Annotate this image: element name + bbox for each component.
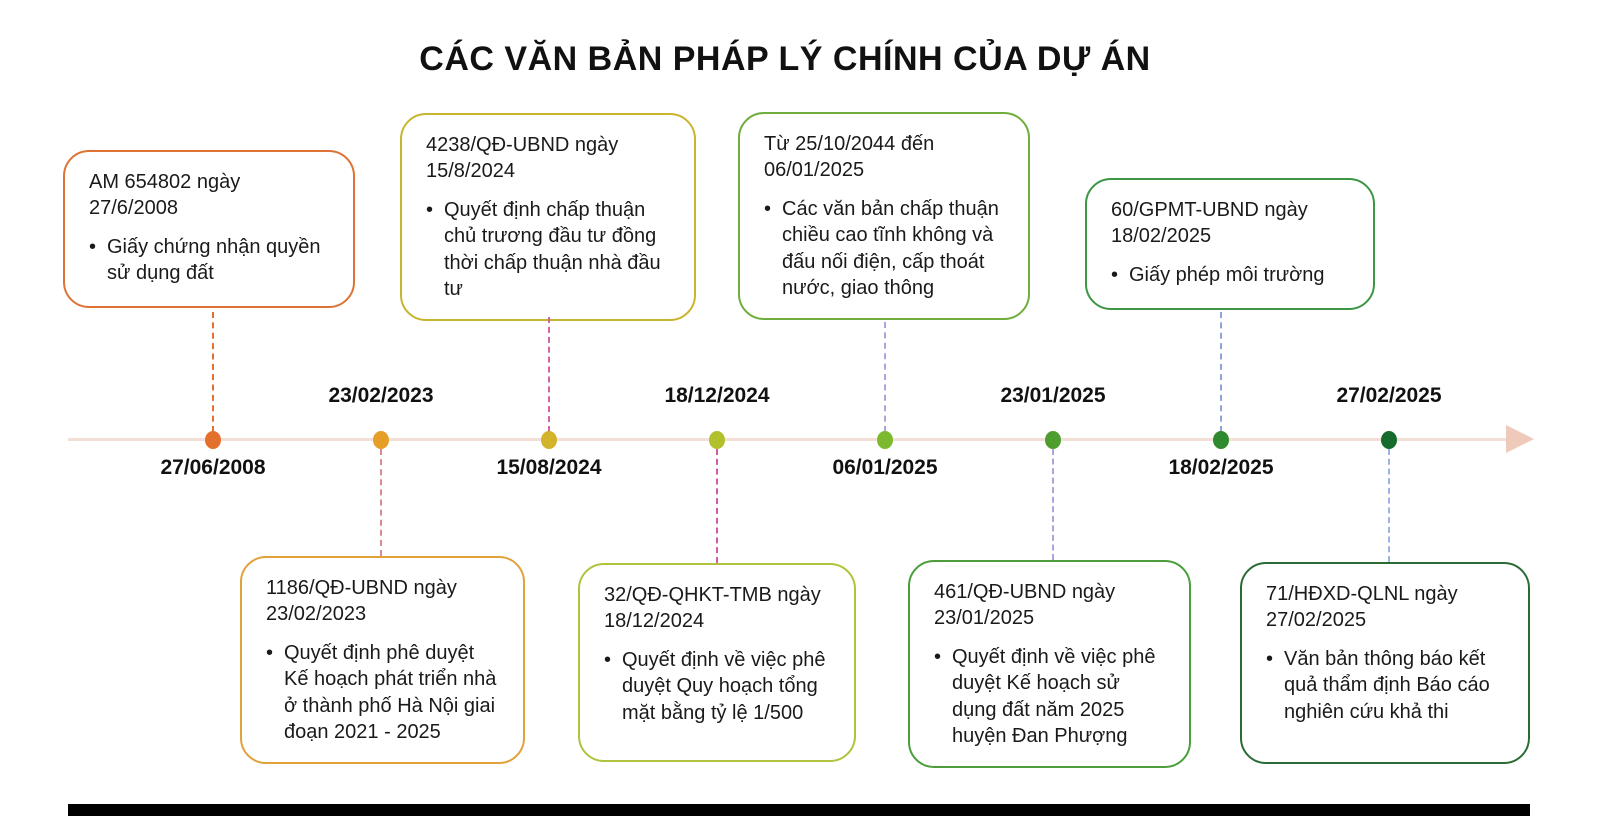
connector-line	[1388, 449, 1390, 562]
timeline-dot	[877, 431, 893, 449]
event-card-bullet: • Quyết định về việc phê duyệt Kế hoạch …	[934, 644, 1167, 750]
bullet-icon: •	[89, 235, 97, 258]
connector-line	[716, 449, 718, 563]
connector-line	[1052, 449, 1054, 560]
event-card: 4238/QĐ-UBND ngày 15/8/2024 • Quyết định…	[400, 113, 696, 322]
event-card-heading: 461/QĐ-UBND ngày 23/01/2025	[934, 581, 1116, 630]
event-card: Từ 25/10/2044 đến 06/01/2025 • Các văn b…	[738, 112, 1030, 321]
timeline-arrow-icon	[1506, 425, 1534, 453]
connector-line	[212, 312, 214, 432]
event-card-bullet-text: Văn bản thông báo kết quả thẩm định Báo …	[1284, 647, 1490, 723]
date-label: 06/01/2025	[832, 456, 938, 479]
event-card-bullet: • Giấy chứng nhận quyền sử dụng đất	[89, 234, 331, 287]
event-card: 71/HĐXD-QLNL ngày 27/02/2025 • Văn bản t…	[1240, 562, 1530, 764]
timeline-dot	[1381, 431, 1397, 449]
event-card-bullet: • Văn bản thông báo kết quả thẩm định Bá…	[1266, 646, 1506, 725]
event-card-heading: 4238/QĐ-UBND ngày 15/8/2024	[426, 134, 619, 183]
date-label: 23/01/2025	[1000, 384, 1106, 407]
event-card: AM 654802 ngày 27/6/2008 • Giấy chứng nh…	[63, 150, 355, 308]
footer-bar	[68, 804, 1530, 816]
event-card-heading: 1186/QĐ-UBND ngày 23/02/2023	[266, 577, 457, 626]
event-card-heading: AM 654802 ngày 27/6/2008	[89, 171, 241, 220]
event-card-bullet: • Giấy phép môi trường	[1111, 262, 1351, 288]
event-card-heading: 71/HĐXD-QLNL ngày 27/02/2025	[1266, 583, 1458, 632]
connector-line	[380, 449, 382, 556]
bullet-icon: •	[604, 648, 612, 671]
event-card-heading: Từ 25/10/2044 đến 06/01/2025	[764, 133, 935, 182]
event-card-bullet-text: Quyết định phê duyệt Kế hoạch phát triển…	[284, 641, 497, 743]
event-card-bullet: • Quyết định chấp thuận chủ trương đầu t…	[426, 197, 672, 303]
date-label: 23/02/2023	[328, 384, 434, 407]
bullet-icon: •	[426, 198, 434, 221]
timeline-dot	[709, 431, 725, 449]
event-card: 32/QĐ-QHKT-TMB ngày 18/12/2024 • Quyết đ…	[578, 563, 856, 762]
bullet-icon: •	[1111, 263, 1119, 286]
event-card-bullet-text: Các văn bản chấp thuận chiều cao tĩnh kh…	[782, 197, 999, 299]
event-card-bullet-text: Giấy chứng nhận quyền sử dụng đất	[107, 235, 321, 285]
date-label: 18/02/2025	[1168, 456, 1274, 479]
connector-line	[548, 317, 550, 432]
event-card-bullet-text: Quyết định về việc phê duyệt Kế hoạch sử…	[952, 645, 1156, 747]
event-card-bullet-text: Giấy phép môi trường	[1129, 263, 1325, 286]
date-label: 18/12/2024	[664, 384, 770, 407]
connector-line	[1220, 312, 1222, 432]
date-label: 27/02/2025	[1336, 384, 1442, 407]
page-title: CÁC VĂN BẢN PHÁP LÝ CHÍNH CỦA DỰ ÁN	[419, 40, 1151, 78]
timeline-dot	[1045, 431, 1061, 449]
event-card: 461/QĐ-UBND ngày 23/01/2025 • Quyết định…	[908, 560, 1191, 769]
event-card-bullet-text: Quyết định chấp thuận chủ trương đầu tư …	[444, 198, 661, 300]
bullet-icon: •	[934, 645, 942, 668]
event-card-heading: 32/QĐ-QHKT-TMB ngày 18/12/2024	[604, 584, 821, 633]
bullet-icon: •	[1266, 647, 1274, 670]
event-card-heading: 60/GPMT-UBND ngày 18/02/2025	[1111, 199, 1308, 248]
event-card-bullet-text: Quyết định về việc phê duyệt Quy hoạch t…	[622, 648, 826, 724]
event-card: 1186/QĐ-UBND ngày 23/02/2023 • Quyết địn…	[240, 556, 525, 765]
timeline-dot	[541, 431, 557, 449]
event-card: 60/GPMT-UBND ngày 18/02/2025 • Giấy phép…	[1085, 178, 1375, 310]
timeline-dot	[1213, 431, 1229, 449]
bullet-icon: •	[266, 641, 274, 664]
timeline-axis	[68, 438, 1514, 441]
event-card-bullet: • Quyết định về việc phê duyệt Quy hoạch…	[604, 647, 832, 726]
date-label: 15/08/2024	[496, 456, 602, 479]
connector-line	[884, 322, 886, 432]
timeline-dot	[373, 431, 389, 449]
bullet-icon: •	[764, 197, 772, 220]
event-card-bullet: • Các văn bản chấp thuận chiều cao tĩnh …	[764, 196, 1006, 302]
date-label: 27/06/2008	[160, 456, 266, 479]
timeline-dot	[205, 431, 221, 449]
event-card-bullet: • Quyết định phê duyệt Kế hoạch phát tri…	[266, 640, 501, 746]
